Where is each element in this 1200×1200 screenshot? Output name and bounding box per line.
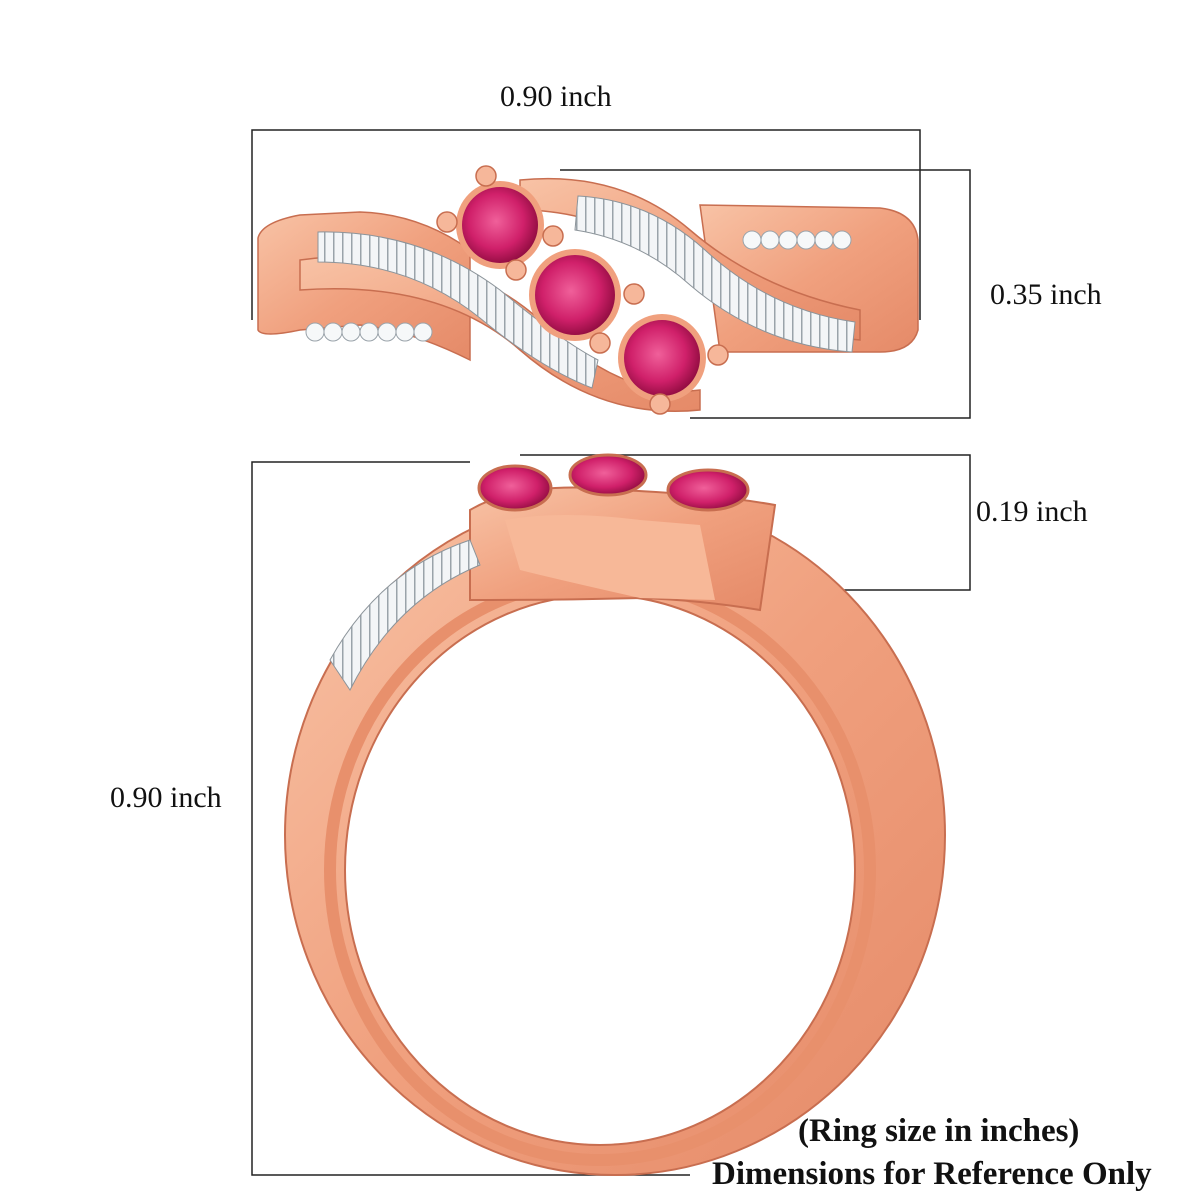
ring-top-view <box>257 165 919 415</box>
side-setting-height-label: 0.19 inch <box>976 495 1088 528</box>
side-total-height-dimension-line <box>251 461 690 1176</box>
top-height-dimension-line <box>560 169 971 419</box>
top-height-label: 0.35 inch <box>990 278 1102 311</box>
top-width-label: 0.90 inch <box>500 80 612 113</box>
side-total-height-label: 0.90 inch <box>110 781 222 814</box>
ring-side-view <box>284 453 946 1176</box>
top-width-dimension-line <box>251 129 921 320</box>
ruby-stone-right <box>618 314 706 402</box>
ruby-stone-left <box>456 181 544 269</box>
reference-note: Dimensions for Reference Only <box>712 1156 1152 1192</box>
side-ruby-stones <box>477 453 750 512</box>
ruby-stone-center <box>529 249 621 341</box>
ring-size-note: (Ring size in inches) <box>798 1113 1080 1149</box>
